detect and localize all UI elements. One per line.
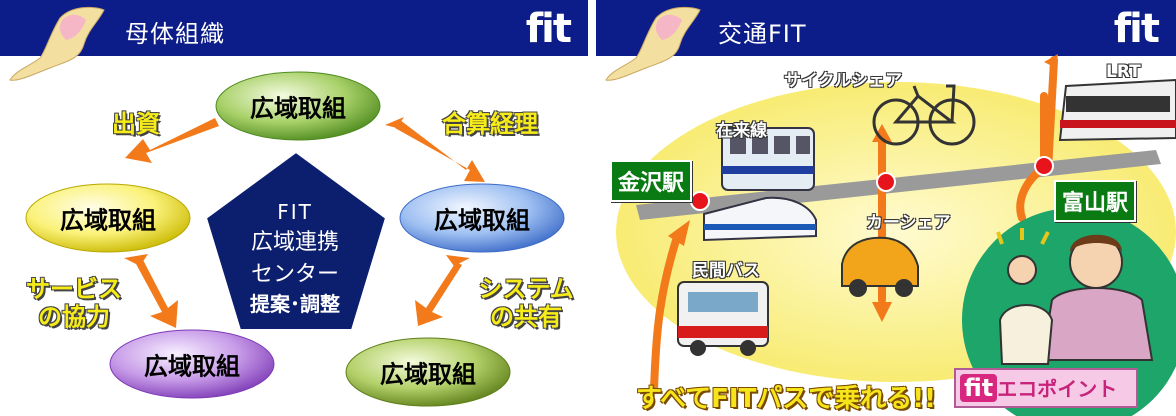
fit-logo: fit [525,6,572,52]
ishikawa-map-icon [605,6,701,81]
label-accounting: 合算経理 [442,110,538,138]
label-system-line2: の共有 [490,303,562,331]
label-service-line1: サービス [26,275,122,303]
label-system-line1: システム [478,275,574,303]
center-line3: センター [250,262,339,287]
center-pentagon [204,150,388,331]
label-service-line2: の協力 [38,303,110,331]
right-diagram-graphics [605,6,1176,416]
fit-logo-text: fit [525,6,572,52]
label-lrt: LRT [1106,62,1141,82]
car-icon [841,236,919,297]
fit-logo: fit [1113,6,1160,52]
bicycle-icon [872,84,976,146]
node-label-right: 広域取組 [434,206,530,235]
node-oval-bottom-right [345,337,511,407]
node-oval-right [399,183,565,253]
center-line1: FIT [277,200,313,224]
eco-point-label: エコポイント [997,377,1118,401]
label-private-bus: 民間バス [692,261,760,281]
left-title: 母体組織 [125,20,225,48]
label-system: システム の共有 [478,275,573,331]
label-invest: 出資 [112,110,160,138]
station-toyama: 富山駅 [1054,180,1137,222]
station-kanazawa: 金沢駅 [610,160,693,202]
node-label-bottom-right: 広域取組 [380,360,476,389]
right-title: 交通FIT [718,20,807,48]
node-oval-left [25,183,191,253]
local-train-icon [721,127,815,191]
right-panel: 交通FIT fit [596,0,1176,416]
station-dot-kanazawa [690,191,710,211]
left-panel: 母体組織 fit 広域取組 広域取組 [0,0,588,407]
station-dot-toyama [1034,156,1054,176]
center-text: FIT 広域連携 センター 提案･調整 [235,200,355,317]
label-car-share: カーシェア [866,213,951,233]
label-service: サービス の協力 [26,275,122,331]
label-cycle-share: サイクルシェア [784,71,903,91]
bottom-tagline: すべてFITパスで乗れる!! [636,384,937,414]
node-label-top: 広域取組 [250,94,346,123]
ishikawa-map-icon [9,6,105,81]
center-line4: 提案･調整 [250,292,340,316]
fit-logo-text: fit [1113,6,1160,52]
label-local-line: 在来線 [716,121,767,141]
node-oval-top [215,71,381,141]
shopper-icon [996,228,1154,365]
node-label-bottom-left: 広域取組 [144,352,240,381]
bus-icon [677,281,769,356]
node-label-left: 広域取組 [60,206,156,235]
node-oval-bottom-left [109,329,275,399]
left-diagram-graphics [9,6,565,407]
station-dot-middle [876,172,896,192]
eco-fit-logo: fit [960,374,998,402]
center-line2: 広域連携 [250,230,339,255]
shinkansen-icon [703,196,817,242]
lrt-tram-icon [1058,78,1176,142]
